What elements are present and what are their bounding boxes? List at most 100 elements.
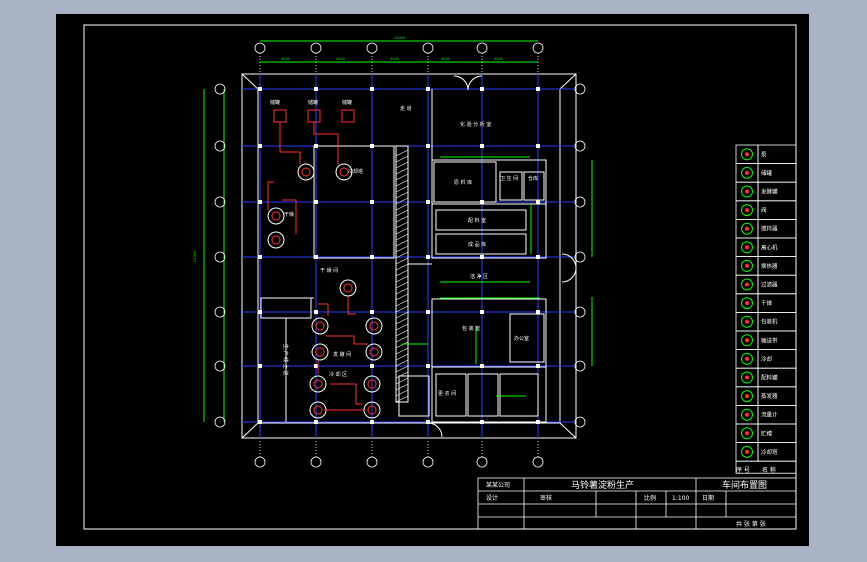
legend-symbol-icon — [741, 278, 753, 291]
vessel-core — [343, 283, 353, 293]
hatch-line — [395, 251, 409, 259]
column-marker — [536, 310, 540, 314]
svg-text:4000: 4000 — [336, 57, 345, 61]
hatch-line — [395, 341, 409, 349]
legend-item-label: 储罐 — [761, 169, 773, 177]
legend-symbol-core — [745, 282, 749, 287]
title-designer-label: 设计 — [486, 494, 498, 502]
pipe-line — [330, 383, 362, 405]
axis-bubble — [366, 42, 378, 54]
legend-symbol-core — [745, 301, 749, 306]
axis-bubble — [422, 456, 434, 468]
legend-symbol-icon — [741, 408, 753, 421]
column-marker — [480, 87, 484, 91]
column-marker — [426, 144, 430, 148]
hatch-line — [395, 359, 409, 367]
title-block-texts: 某某公司 马铃薯淀粉生产 车间布置图 设计 审核 比例 1:100 日期 共 张… — [486, 479, 767, 528]
axis-bubble — [254, 42, 266, 54]
legend-symbol-core — [745, 375, 749, 380]
hatch-line — [395, 353, 409, 361]
legend-symbol-core — [745, 394, 749, 399]
hatch-line — [395, 263, 409, 271]
column-marker — [480, 255, 484, 259]
column-marker — [426, 310, 430, 314]
vessel-core — [367, 405, 377, 415]
column-marker — [314, 420, 318, 424]
drawing-sheet: 12000 4000 4000 4000 4000 4000 21000 化 验… — [56, 14, 809, 546]
column-marker — [258, 200, 262, 204]
column-marker — [314, 200, 318, 204]
column-marker — [258, 420, 262, 424]
axis-bubble — [574, 83, 586, 95]
column-marker — [426, 200, 430, 204]
vessel-core — [369, 321, 379, 331]
column-marker — [480, 310, 484, 314]
legend-symbol-core — [745, 319, 749, 324]
dimension-texts: 12000 4000 4000 4000 4000 4000 21000 — [193, 36, 503, 262]
column-marker — [258, 87, 262, 91]
legend-symbol-core — [745, 412, 749, 417]
axis-bubble — [214, 306, 226, 318]
vessel-core — [367, 379, 377, 389]
legend-symbol-icon — [741, 427, 753, 440]
column-marker — [258, 364, 262, 368]
legend-symbol-core — [745, 431, 749, 436]
pipe-line — [313, 122, 339, 164]
title-project: 马铃薯淀粉生产 — [571, 479, 634, 491]
legend-item-label: 搅拌器 — [761, 225, 778, 233]
hatch-line — [395, 299, 409, 307]
legend-item-label: 配料罐 — [761, 374, 778, 382]
title-drawing-title: 车间布置图 — [722, 479, 767, 491]
room-label-change: 更 衣 间 — [438, 390, 456, 397]
column-marker — [536, 200, 540, 204]
room-label-mixing: 配 料 室 — [468, 217, 486, 224]
sheet-frame — [83, 24, 797, 530]
hatch-line — [395, 233, 409, 241]
equipment-vessel — [309, 401, 327, 419]
hatch-line — [395, 215, 409, 223]
title-company: 某某公司 — [486, 482, 510, 489]
legend-symbol-icon — [741, 241, 753, 254]
axis-bubble — [214, 196, 226, 208]
hatch-line — [395, 287, 409, 295]
equip-label-4: 干燥 — [284, 211, 294, 218]
vessel-core — [339, 167, 349, 177]
tank-square — [307, 109, 321, 123]
equipment-vessel — [363, 375, 381, 393]
legend-symbol-icon — [741, 204, 753, 217]
equipment-vessel — [309, 375, 327, 393]
legend-symbol-icon — [741, 185, 753, 198]
legend-symbol-icon — [741, 315, 753, 328]
title-checker-label: 审核 — [540, 494, 552, 502]
axis-bubbles — [214, 42, 586, 468]
room-label-packing: 包 装 室 — [462, 325, 480, 332]
hatch-line — [395, 311, 409, 319]
column-marker — [370, 255, 374, 259]
column-marker — [536, 364, 540, 368]
equip-label-5: 冷却塔 — [348, 168, 363, 175]
column-marker — [536, 255, 540, 259]
legend-symbol-core — [745, 449, 749, 454]
interior-walls — [260, 75, 577, 438]
legend-item-label: 发酵罐 — [761, 188, 778, 196]
hatch-line — [395, 365, 409, 373]
legend-item-label: 干燥 — [761, 299, 773, 307]
axis-bubble — [366, 456, 378, 468]
equip-label-1: 储罐 — [270, 99, 280, 106]
axis-bubble — [476, 456, 488, 468]
hatch-line — [395, 275, 409, 283]
axis-bubble — [422, 42, 434, 54]
equipment-legend: 泵储罐发酵罐阀搅拌器离心机换热器过滤器干燥包装机输送带冷却配料罐蒸发器流量计贮槽… — [735, 144, 797, 474]
column-marker — [314, 364, 318, 368]
hatch-line — [395, 203, 409, 211]
equipment-vessel — [365, 317, 383, 335]
legend-symbol-icon — [741, 166, 753, 179]
title-date-label: 日期 — [702, 494, 714, 502]
column-marker — [480, 364, 484, 368]
axis-bubble — [476, 42, 488, 54]
room-label-clean: 洁 净 区 — [470, 273, 488, 280]
column-marker — [536, 87, 540, 91]
pipe-line — [267, 181, 274, 210]
legend-item-label: 流量计 — [761, 411, 778, 419]
equipment-vessel — [267, 207, 285, 225]
